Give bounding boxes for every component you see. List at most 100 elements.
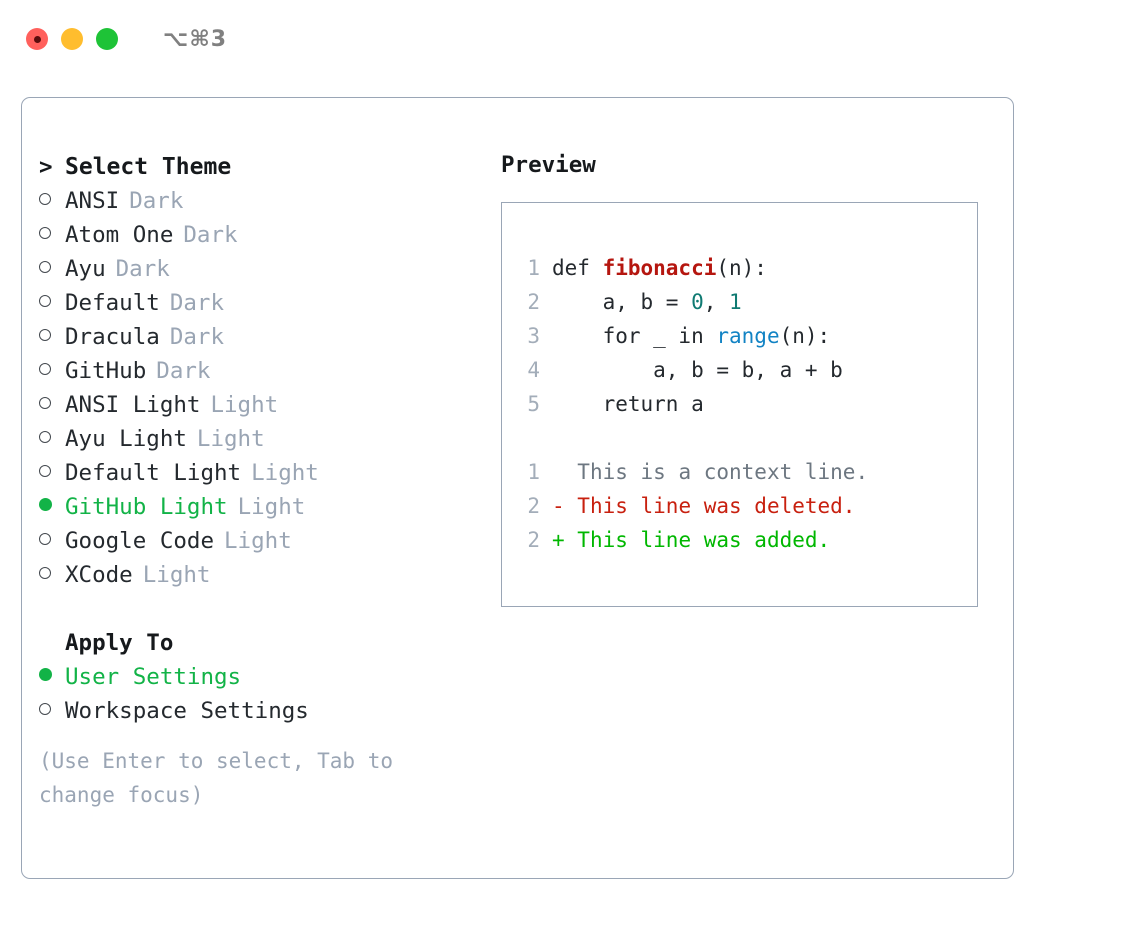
apply-to-heading: Apply To [39,626,509,660]
apply-to-option-label: User Settings [65,664,242,690]
code-line: 5 return a [520,387,977,421]
theme-name: XCode [65,562,133,588]
diff-sample: 1 This is a context line.2- This line wa… [520,455,977,557]
theme-variant-tag: Light [142,562,211,588]
theme-name: GitHub [65,358,147,384]
theme-variant-tag: Light [210,392,279,418]
window-controls [26,28,118,50]
code-indent [552,290,603,314]
code-line: 2 a, b = 0, 1 [520,285,977,319]
code-token-plain: a, b = [602,290,692,314]
close-window-button[interactable] [26,28,48,50]
radio-unselected-icon [39,422,65,456]
diff-text: This line was deleted. [564,494,856,518]
diff-sign [552,455,565,489]
line-number: 2 [527,528,540,552]
apply-to-option-user-settings[interactable]: User Settings [39,660,509,694]
apply-to-option-label: Workspace Settings [65,698,309,724]
code-line: 4 a, b = b, a + b [520,353,977,387]
radio-selected-icon [39,660,65,694]
radio-unselected-icon [39,388,65,422]
theme-variant-tag: Light [224,528,292,554]
theme-name: ANSI Light [65,392,201,418]
line-number: 2 [527,494,540,518]
theme-name: Ayu [65,256,106,282]
keyboard-shortcut-label: ⌥⌘3 [163,26,228,52]
theme-option-dracula[interactable]: Dracula Dark [39,320,509,354]
diff-text: This line was added. [564,528,831,552]
radio-unselected-icon [39,524,65,558]
theme-name: Default Light [65,460,242,486]
theme-name: Dracula [65,324,160,350]
bullet-shape [39,703,51,715]
theme-name: Default [65,290,160,316]
bullet-shape [39,668,52,681]
code-line-content: a, b = b, a + b [552,353,843,387]
theme-variant-tag: Dark [115,256,170,282]
code-line-content: return a [552,387,704,421]
line-number: 5 [527,392,540,416]
diff-line-del: 2- This line was deleted. [520,489,977,523]
code-diff-separator [520,421,977,455]
diff-sign: + [552,528,565,552]
apply-to-option-workspace-settings[interactable]: Workspace Settings [39,694,509,728]
theme-option-ansi[interactable]: ANSI Dark [39,184,509,218]
code-line: 1 def fibonacci(n): [520,251,977,285]
theme-variant-tag: Light [196,426,265,452]
diff-line-ctx: 1 This is a context line. [520,455,977,489]
keyboard-hint: (Use Enter to select, Tab to change focu… [39,749,394,807]
minimize-window-button[interactable] [61,28,83,50]
theme-variant-tag: Dark [183,222,238,248]
theme-option-xcode[interactable]: XCode Light [39,558,509,592]
bullet-shape [39,533,51,545]
bullet-shape [39,329,51,341]
code-token-plain: return a [602,392,704,416]
radio-unselected-icon [39,558,65,592]
radio-unselected-icon [39,320,65,354]
theme-variant-tag: Dark [129,188,184,214]
theme-variant-tag: Dark [169,290,225,316]
theme-option-google-code[interactable]: Google Code Light [39,524,509,558]
theme-option-default[interactable]: Default Dark [39,286,509,320]
code-token-plain: (n): [779,324,831,348]
radio-unselected-icon [39,694,65,728]
maximize-window-button[interactable] [96,28,118,50]
diff-text: This is a context line. [564,460,869,484]
code-line-content: def fibonacci(n): [552,251,767,285]
list-spacer [39,592,509,626]
code-line-content: for _ in range(n): [552,319,831,353]
preview-title: Preview [501,152,596,178]
bullet-shape [39,261,51,273]
bullet-shape [39,397,51,409]
theme-name: Google Code [65,528,215,554]
radio-unselected-icon [39,184,65,218]
theme-option-ayu[interactable]: Ayu Dark [39,252,509,286]
theme-variant-tag: Dark [169,324,225,350]
line-number: 1 [527,460,540,484]
code-indent [552,392,603,416]
bullet-shape [39,295,51,307]
diff-sign: - [552,494,565,518]
bullet-shape [39,567,51,579]
radio-unselected-icon [39,218,65,252]
bullet-shape [39,431,51,443]
bullet-shape [39,227,51,239]
radio-unselected-icon [39,354,65,388]
line-number: 1 [527,256,540,280]
page-title: Select Theme [65,154,232,180]
code-line: 3 for _ in range(n): [520,319,977,353]
code-token-plain: def [552,256,603,280]
line-number: 2 [527,290,540,314]
theme-name: ANSI [65,188,120,214]
theme-option-ansi-light[interactable]: ANSI Light Light [39,388,509,422]
